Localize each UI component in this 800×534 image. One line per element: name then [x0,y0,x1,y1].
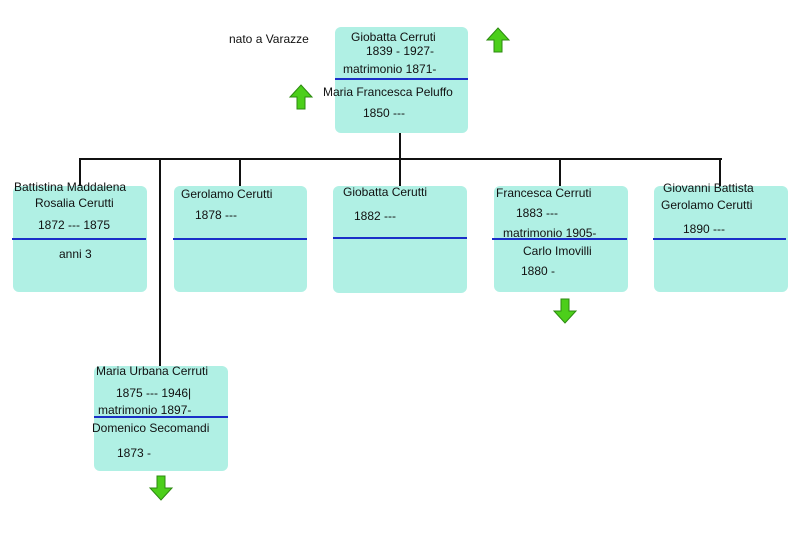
child-box-giobatta[interactable] [333,186,467,293]
root-spouse-name: Maria Francesca Peluffo [323,85,453,99]
child-box-maria-urbana[interactable] [94,366,228,471]
root-person-box[interactable] [335,27,468,133]
root-dates: 1839 - 1927- [366,44,435,58]
arrow-down-icon[interactable] [552,298,578,324]
child-dates: 1875 --- 1946| [116,386,192,400]
child1-connector [79,158,81,190]
child-separator [173,238,307,240]
child-dates: 1890 --- [683,222,726,236]
child-dates: 1882 --- [354,209,397,223]
child-name-line1: Battistina Maddalena [14,180,127,194]
child-separator [12,238,146,240]
child2-connector [239,158,241,186]
root-name: Giobatta Cerruti [351,30,436,44]
child-separator [653,238,786,240]
child-name-line1: Giovanni Battista [663,181,754,195]
root-marriage: matrimonio 1871- [343,62,437,76]
child3-connector [399,158,401,186]
child-dates: 1883 --- [516,206,559,220]
child-name: Giobatta Cerutti [343,185,428,199]
child-separator [94,416,228,418]
child-marriage: matrimonio 1897- [98,403,192,417]
root-separator [335,78,468,80]
child-spouse-name: Domenico Secomandi [92,421,210,435]
child6-connector [159,158,161,368]
child-name: Francesca Cerruti [496,186,592,200]
arrow-down-icon[interactable] [148,475,174,501]
child-marriage: matrimonio 1905- [503,226,597,240]
child-age: anni 3 [59,247,92,261]
child-separator [333,237,467,239]
child-name: Maria Urbana Cerruti [96,364,209,378]
root-birthplace: nato a Varazze [229,32,309,46]
child-dates: 1878 --- [195,208,238,222]
arrow-up-icon[interactable] [288,84,314,110]
child-dates: 1872 --- 1875 [38,218,111,232]
child5-connector [719,158,721,190]
child-spouse-dates: 1880 - [521,264,556,278]
arrow-up-icon[interactable] [485,27,511,53]
child-name-line2: Gerolamo Cerutti [661,198,753,212]
root-spouse-dates: 1850 --- [363,106,406,120]
child-name: Gerolamo Cerutti [181,187,273,201]
child-separator [492,238,627,240]
child-spouse-name: Carlo Imovilli [523,244,592,258]
root-connector [399,130,401,160]
child-name-line2: Rosalia Cerutti [35,196,114,210]
child-spouse-dates: 1873 - [117,446,152,460]
child4-connector [559,158,561,186]
